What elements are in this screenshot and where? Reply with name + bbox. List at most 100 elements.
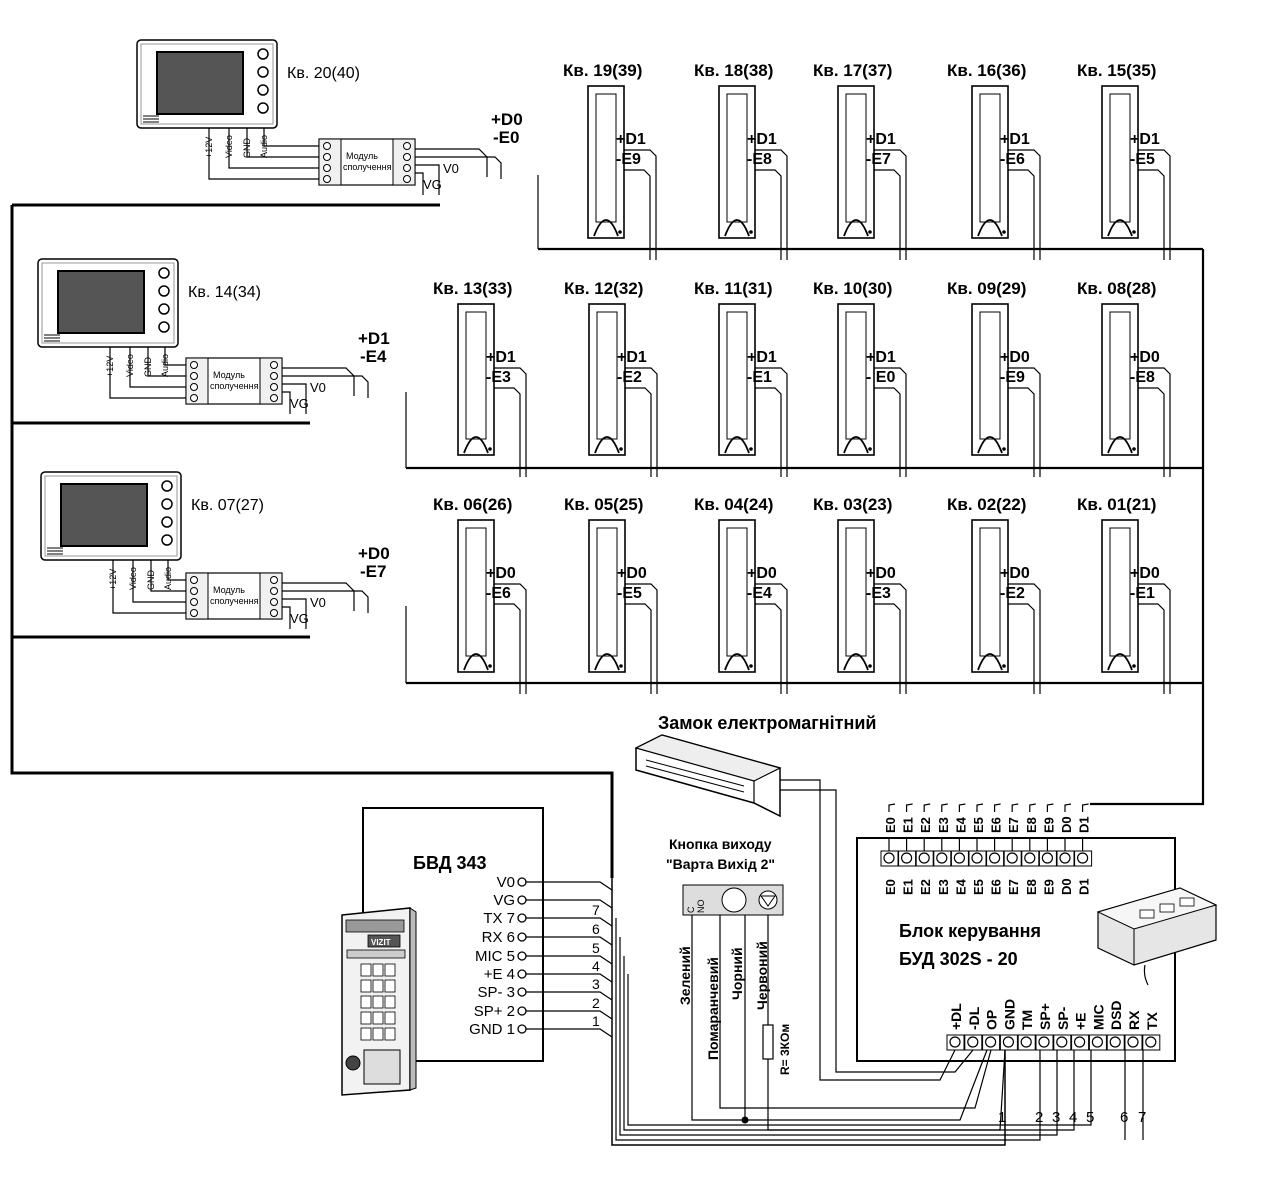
- handset-hook: [843, 653, 869, 671]
- handset-e-label: -E8: [747, 151, 772, 168]
- terminal-screw-icon: [883, 852, 895, 864]
- handset-grip: [1109, 527, 1131, 657]
- cu-top-label-above: E7: [1006, 817, 1021, 833]
- cu-top-label-below: E7: [1006, 879, 1021, 895]
- wire-orange: [719, 915, 992, 1109]
- handset-dot: [1002, 664, 1006, 668]
- handset-grip: [465, 311, 487, 440]
- handset-hook: [843, 219, 869, 237]
- cu-bottom-label: TM: [1019, 1010, 1035, 1030]
- keypad-key: [384, 1027, 396, 1041]
- terminal-screw-icon: [403, 164, 411, 172]
- wire: [1138, 387, 1165, 477]
- keypad-key: [360, 1027, 372, 1041]
- monitor-v0-label: V0: [310, 595, 326, 610]
- monitor-bus-e-label: -E4: [360, 347, 387, 366]
- monitor-button-icon: [161, 516, 173, 528]
- wire: [615, 918, 1041, 1141]
- terminal-screw-icon: [1059, 852, 1071, 864]
- handset-d-label: +D0: [747, 565, 777, 582]
- control-unit-model: БУД 302S - 20: [899, 949, 1018, 969]
- cu-bottom-label: SP+: [1037, 1003, 1053, 1030]
- handset-label: Кв. 03(23): [813, 495, 892, 514]
- cu-top-label-above: E6: [989, 817, 1004, 833]
- cu-top-label-above: E2: [918, 817, 933, 833]
- bvd-terminal-label: MIC 5: [475, 948, 515, 965]
- electromagnetic-lock: Замок електромагнітний: [634, 713, 876, 818]
- handset-1-2: Кв. 17(37)+D1-E7: [813, 61, 907, 260]
- bvd-wire-number: 5: [592, 940, 600, 956]
- bvd-terminal-label: SP- 3: [477, 984, 515, 1001]
- control-unit-title: Блок керування: [899, 921, 1041, 941]
- wire: [282, 582, 355, 611]
- handset-grip: [845, 311, 867, 440]
- terminal-screw-icon: [403, 175, 411, 183]
- power-supply-icon: [1096, 887, 1218, 986]
- bvd-terminal: TX 7: [483, 910, 613, 927]
- monitor-button-icon: [158, 321, 170, 333]
- handset-hook: [1107, 653, 1133, 671]
- wire: [282, 606, 291, 629]
- handset-e-label: -E9: [1000, 369, 1025, 386]
- handset-2-4: Кв. 09(29)+D0-E9: [947, 279, 1041, 477]
- terminal-screw-icon: [1038, 1036, 1050, 1048]
- handset-label: Кв. 08(28): [1077, 279, 1156, 298]
- handset-d-label: +D0: [866, 565, 896, 582]
- terminal-screw-icon: [323, 142, 331, 150]
- monitor-label: Кв. 14(34): [188, 284, 261, 301]
- bvd-terminal: SP- 3: [477, 984, 613, 1001]
- bvd-terminal: MIC 5: [475, 948, 613, 965]
- handset-dot: [618, 230, 622, 234]
- wire: [1081, 803, 1089, 812]
- wire: [627, 974, 1092, 1126]
- cu-bottom-label: MIC: [1090, 1004, 1106, 1030]
- bvd-terminal: V0: [497, 874, 613, 891]
- terminal-screw-icon: [1091, 1036, 1104, 1048]
- cu-top-label-above: E3: [936, 817, 951, 833]
- handset-d-label: +D1: [1130, 131, 1160, 148]
- cu-bottom-label: OP: [984, 1010, 1000, 1030]
- resistor-label: R= 3КОм: [778, 1024, 792, 1075]
- handset-body: [457, 519, 495, 673]
- handset-hook: [843, 436, 869, 454]
- monitor-button-icon: [161, 534, 173, 546]
- handset-label: Кв. 02(22): [947, 495, 1026, 514]
- terminal-screw-icon: [270, 609, 278, 617]
- cu-top-label-above: D0: [1059, 816, 1074, 833]
- terminal-screw-icon: [190, 576, 198, 584]
- wire: [246, 128, 319, 158]
- terminal-screw-icon: [190, 598, 198, 606]
- monitor-vg-label: VG: [423, 177, 442, 192]
- handset-body: [971, 85, 1009, 239]
- handset-dot: [749, 447, 753, 451]
- wire: [494, 367, 527, 477]
- keypad-key: [360, 979, 372, 993]
- wire: [1138, 169, 1165, 260]
- wire: [1008, 583, 1041, 694]
- terminal-screw-icon: [190, 361, 198, 369]
- wire: [1138, 149, 1171, 260]
- cu-bottom-number: 6: [1120, 1109, 1128, 1126]
- keypad-key: [372, 995, 384, 1009]
- handset-hook: [593, 219, 619, 237]
- lock-wire-plus: [780, 779, 956, 1081]
- handset-label: Кв. 15(35): [1077, 61, 1156, 80]
- wire: [282, 391, 291, 414]
- wire: [494, 583, 527, 694]
- handset-d-label: +D0: [1130, 565, 1160, 582]
- cu-top-label-above: D1: [1077, 816, 1092, 833]
- terminal-screw-icon: [190, 609, 198, 617]
- handset-d-label: +D0: [1000, 349, 1030, 366]
- wire-black-label: Чорний: [729, 947, 745, 1000]
- handset-body: [457, 303, 495, 456]
- wire: [619, 937, 1058, 1136]
- bvd-terminal-label: +E 4: [484, 966, 515, 983]
- cu-bottom-label: DSD: [1108, 1000, 1124, 1030]
- handset-d-label: +D0: [1000, 565, 1030, 582]
- terminal-screw-icon: [1076, 852, 1089, 864]
- handset-1-1: Кв. 18(38)+D1-E8: [694, 61, 788, 260]
- module-label-1: Модуль: [213, 585, 245, 595]
- wire: [208, 128, 319, 180]
